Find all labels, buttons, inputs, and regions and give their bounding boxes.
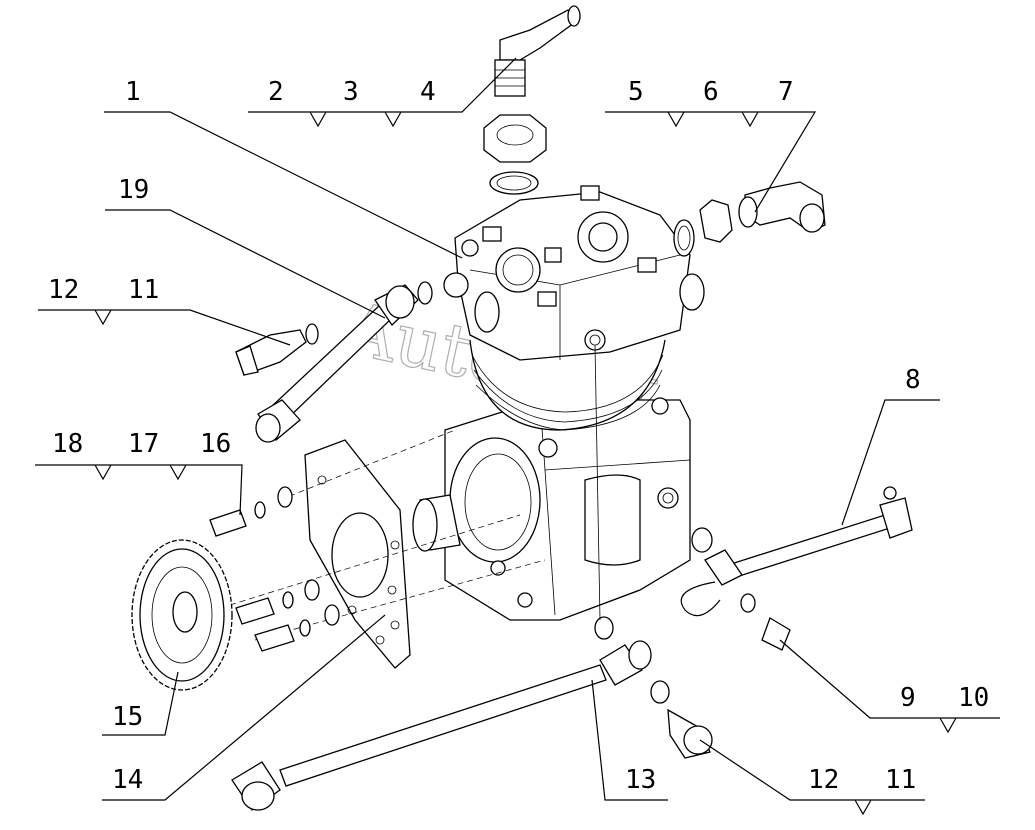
- inlet-nut: [699, 199, 733, 243]
- callout-3: 3: [343, 77, 359, 107]
- callout-6: 6: [703, 77, 719, 107]
- callout-17: 17: [128, 429, 159, 459]
- cylinder: [469, 339, 666, 431]
- callout-14: 14: [112, 765, 143, 795]
- callout-7: 7: [778, 77, 794, 107]
- inlet-washer: [673, 219, 695, 257]
- callout-19: 19: [118, 175, 149, 205]
- callout-10: 10: [958, 683, 989, 713]
- callout-5: 5: [628, 77, 644, 107]
- callout-2: 2: [268, 77, 284, 107]
- callout-12-bottom: 12: [808, 765, 839, 795]
- callout-9: 9: [900, 683, 916, 713]
- compressor-body: [412, 397, 691, 621]
- callout-1: 1: [125, 77, 141, 107]
- callout-12-left: 12: [48, 275, 79, 305]
- leader-lines: [35, 57, 1000, 816]
- drive-gear: [131, 539, 233, 691]
- oil-pipe-right: [680, 486, 913, 651]
- mounting-gasket: [304, 439, 411, 669]
- callout-15: 15: [112, 702, 143, 732]
- callout-18: 18: [52, 429, 83, 459]
- washer-left: [417, 281, 433, 305]
- head-lube-pipe: [255, 284, 419, 443]
- callout-labels: 1 2 3 4 5 6 7 19 12 11 18 17 16 8 9 10 1…: [48, 77, 989, 795]
- outlet-washer: [489, 171, 539, 195]
- callout-11-left: 11: [128, 275, 159, 305]
- outlet-elbow: [494, 5, 581, 97]
- callout-4: 4: [420, 77, 436, 107]
- callout-11-bottom: 11: [885, 765, 916, 795]
- banjo-bolt-left: [235, 323, 319, 376]
- outlet-nut: [483, 114, 547, 163]
- gasket-bolts: [209, 486, 340, 652]
- callout-13: 13: [625, 765, 656, 795]
- callout-8: 8: [905, 365, 921, 395]
- coolant-pipe-bottom: [231, 616, 713, 811]
- callout-16: 16: [200, 429, 231, 459]
- inlet-elbow: [738, 181, 826, 233]
- cylinder-head: [443, 185, 705, 361]
